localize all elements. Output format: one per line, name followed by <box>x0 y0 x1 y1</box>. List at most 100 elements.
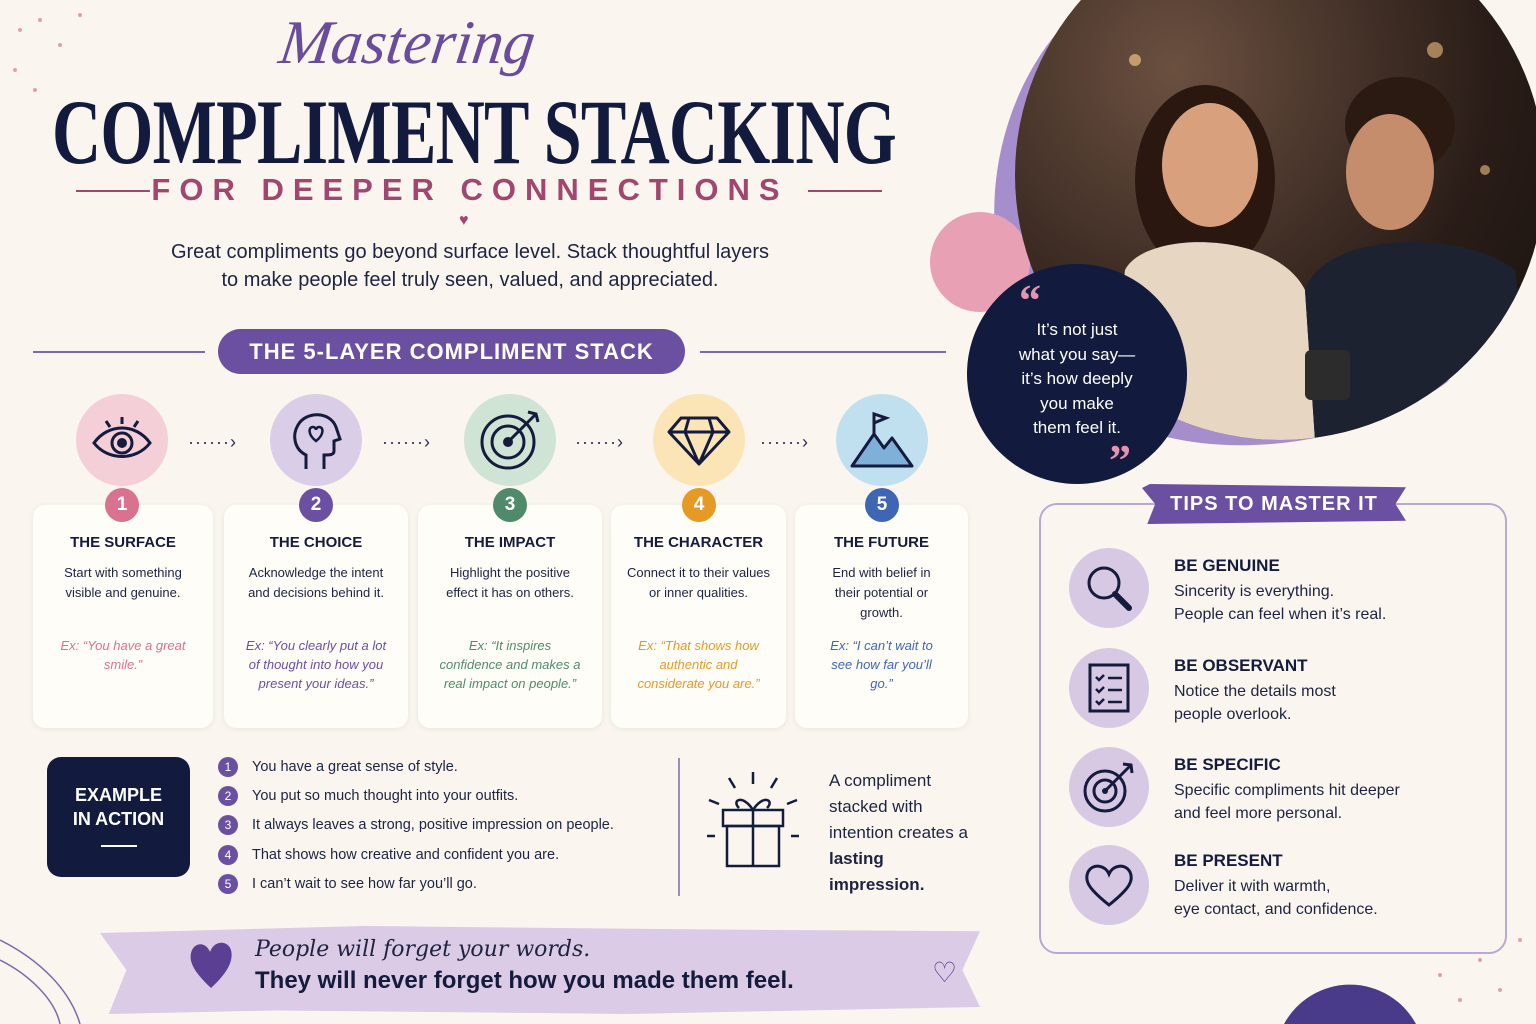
item-number: 4 <box>218 845 238 865</box>
example-item: 4 That shows how creative and confident y… <box>218 845 559 865</box>
script-title: Mastering <box>275 9 540 77</box>
quote-line: it’s how deeply <box>1021 369 1133 388</box>
layer-description: Highlight the positive effect it has on … <box>446 565 574 600</box>
heart-icon <box>190 942 232 988</box>
item-text: It always leaves a strong, positive impr… <box>252 817 614 833</box>
tip-text: Specific compliments hit deeper <box>1174 782 1400 799</box>
item-text: You put so much thought into your outfit… <box>252 788 519 804</box>
summary-text: A compliment stacked with intention crea… <box>829 768 969 898</box>
arrow-right-icon: ······› <box>760 432 809 452</box>
example-item: 1 You have a great sense of style. <box>218 757 458 777</box>
tip-text: People can feel when it’s real. <box>1174 606 1387 623</box>
small-hearts-icon: ♡ <box>932 957 958 988</box>
open-quote-mark: “ <box>1019 276 1041 325</box>
example-item: 5 I can’t wait to see how far you’ll go. <box>218 874 477 894</box>
tip-text: Notice the details most <box>1174 683 1336 700</box>
stack-banner: THE 5-LAYER COMPLIMENT STACK <box>218 329 685 374</box>
checklist-icon <box>1069 648 1149 728</box>
layer-title: THE IMPACT <box>464 534 556 551</box>
layer-card-surface: THE SURFACE Start with something visible … <box>33 505 213 728</box>
target-icon <box>464 394 556 486</box>
layer-example: Ex: “It inspires confidence and makes a … <box>439 638 581 691</box>
tip-specific: BE SPECIFIC Specific compliments hit deep… <box>1174 755 1474 825</box>
layer-example: Ex: “You clearly put a lot of thought in… <box>245 638 387 691</box>
head-heart-icon <box>270 394 362 486</box>
layer-title: THE SURFACE <box>70 534 176 551</box>
tip-present: BE PRESENT Deliver it with warmth, eye con… <box>1174 851 1474 921</box>
layer-card-impact: THE IMPACT Highlight the positive effect … <box>418 505 602 728</box>
intro-line: Great compliments go beyond surface leve… <box>170 241 770 263</box>
divider <box>678 758 680 896</box>
layer-description: Acknowledge the intent and decisions beh… <box>248 565 384 600</box>
layer-number-badge: 1 <box>105 488 139 522</box>
footer-line-2: They will never forget how you made them… <box>255 967 794 994</box>
layer-card-future: THE FUTURE End with belief in their poten… <box>795 505 968 728</box>
layer-example: Ex: “That shows how authentic and consid… <box>637 638 760 691</box>
heart-icon <box>1069 845 1149 925</box>
tip-title: BE OBSERVANT <box>1174 656 1308 675</box>
tip-title: BE GENUINE <box>1174 556 1280 575</box>
intro-text: Great compliments go beyond surface leve… <box>60 238 880 294</box>
tip-text: Deliver it with warmth, <box>1174 878 1331 895</box>
gift-icon <box>707 772 799 868</box>
arrow-right-icon: ······› <box>382 432 431 452</box>
layer-number-badge: 5 <box>865 488 899 522</box>
item-number: 5 <box>218 874 238 894</box>
footer-line-1: People will forget your words. <box>255 937 591 962</box>
divider <box>76 190 150 192</box>
mountain-flag-icon <box>836 394 928 486</box>
item-text: I can’t wait to see how far you’ll go. <box>252 876 477 892</box>
layer-number-badge: 2 <box>299 488 333 522</box>
layer-number-badge: 4 <box>682 488 716 522</box>
arrow-right-icon: ······› <box>575 432 624 452</box>
intro-line: to make people feel truly seen, valued, … <box>221 269 719 291</box>
divider <box>33 351 205 353</box>
example-item: 2 You put so much thought into your outfi… <box>218 786 518 806</box>
eye-icon <box>76 394 168 486</box>
item-number: 3 <box>218 815 238 835</box>
layer-description: Connect it to their values or inner qual… <box>626 565 771 600</box>
layer-card-character: THE CHARACTER Connect it to their values … <box>611 505 786 728</box>
example-label: IN ACTION <box>72 809 165 829</box>
arrow-right-icon: ······› <box>188 432 237 452</box>
item-text: You have a great sense of style. <box>252 759 458 775</box>
layer-title: THE CHARACTER <box>633 534 764 551</box>
item-number: 2 <box>218 786 238 806</box>
tip-text: Sincerity is everything. <box>1174 583 1335 600</box>
example-label: EXAMPLE <box>74 785 162 805</box>
tip-title: BE PRESENT <box>1174 851 1283 870</box>
close-quote-mark: ” <box>1109 436 1131 485</box>
divider <box>700 351 946 353</box>
layer-title: THE FUTURE <box>834 534 929 551</box>
layer-example: Ex: “You have a great smile.” <box>60 638 186 672</box>
page-subtitle: FOR DEEPER CONNECTIONS <box>151 172 789 207</box>
item-text: That shows how creative and confident yo… <box>252 847 560 863</box>
summary-plain: A compliment stacked with intention crea… <box>829 771 968 842</box>
example-label-box: EXAMPLE IN ACTION <box>47 757 190 877</box>
divider <box>808 190 882 192</box>
quote-line: what you say— <box>1018 344 1136 364</box>
layer-description: Start with something visible and genuine… <box>64 565 182 600</box>
heart-icon: ♥ <box>459 212 469 229</box>
target-icon <box>1069 747 1149 827</box>
tip-genuine: BE GENUINE Sincerity is everything. People… <box>1174 556 1474 626</box>
tip-text: eye contact, and confidence. <box>1174 901 1378 918</box>
diamond-icon <box>653 394 745 486</box>
quote-line: you make <box>1040 393 1114 413</box>
summary-bold: lasting impression. <box>829 849 925 894</box>
tip-text: and feel more personal. <box>1174 805 1343 822</box>
layer-example: Ex: “I can’t wait to see how far you’ll … <box>830 638 933 691</box>
tip-title: BE SPECIFIC <box>1174 755 1281 774</box>
page-title: COMPLIMENT STACKING <box>52 81 897 183</box>
quote-line: them feel it. <box>1033 418 1121 437</box>
item-number: 1 <box>218 757 238 777</box>
tips-banner: TIPS TO MASTER IT <box>1142 484 1406 524</box>
example-item: 3 It always leaves a strong, positive imp… <box>218 815 614 835</box>
layer-description: End with belief in their potential or gr… <box>832 565 931 620</box>
layer-number-badge: 3 <box>493 488 527 522</box>
quote-circle: “ It’s not just what you say— it’s how d… <box>967 264 1187 484</box>
quote-line: It’s not just <box>1036 320 1118 339</box>
magnifier-icon <box>1069 548 1149 628</box>
